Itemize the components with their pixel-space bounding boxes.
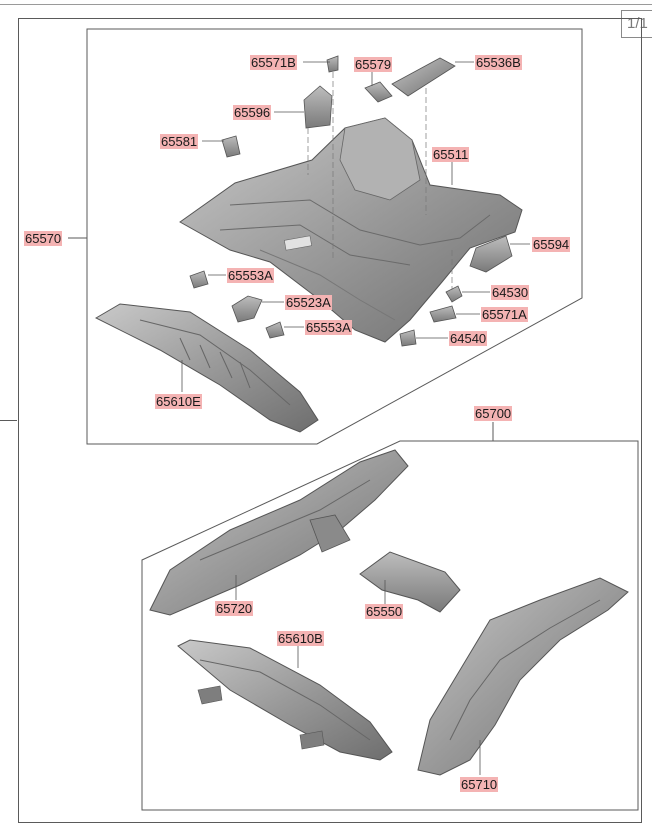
part-64530	[445, 285, 463, 303]
part-floor-panel	[179, 117, 523, 343]
part-65581	[221, 135, 241, 158]
callout-65610E: 65610E	[155, 394, 202, 409]
callout-65579: 65579	[354, 57, 393, 72]
leader-lines-lower	[235, 575, 481, 775]
callout-65700: 65700	[474, 406, 513, 421]
part-65571A	[429, 305, 457, 323]
part-65610B	[177, 639, 393, 761]
callout-65710: 65710	[460, 777, 499, 792]
part-65553A-1	[189, 270, 209, 289]
upper-group-frame	[86, 28, 583, 445]
leader-lines-upper	[181, 61, 530, 392]
part-65523A	[231, 295, 263, 323]
part-64540	[399, 329, 417, 347]
page-top-rule	[0, 4, 652, 5]
callout-65571B: 65571B	[250, 55, 297, 70]
callout-65536B: 65536B	[475, 55, 522, 70]
callout-65581: 65581	[160, 134, 199, 149]
callout-65553A-1: 65553A	[227, 268, 274, 283]
part-65710	[417, 577, 629, 776]
callout-65571A: 65571A	[481, 307, 528, 322]
callout-65594: 65594	[532, 237, 571, 252]
callout-65553A-2: 65553A	[305, 320, 352, 335]
callout-65511: 65511	[432, 147, 470, 162]
part-65550	[359, 551, 461, 613]
part-65596	[303, 85, 333, 129]
page-indicator: 1/1	[621, 10, 652, 38]
part-65720	[149, 449, 409, 616]
part-65553A-2	[265, 321, 285, 339]
callout-65610B: 65610B	[277, 631, 324, 646]
callout-65570: 65570	[24, 231, 63, 246]
part-65610E	[94, 303, 319, 433]
callout-64540: 64540	[449, 331, 488, 346]
part-65594	[469, 235, 513, 273]
outer-frame	[18, 18, 642, 823]
part-65579	[364, 81, 393, 103]
callout-65523A: 65523A	[285, 295, 332, 310]
callout-64530: 64530	[491, 285, 530, 300]
callout-65550: 65550	[365, 604, 404, 619]
left-edge-tick	[0, 420, 17, 421]
lower-group-frame	[141, 440, 639, 811]
part-65571B	[326, 55, 339, 73]
callout-65596: 65596	[233, 105, 272, 120]
part-65536B	[391, 57, 456, 97]
callout-65720: 65720	[215, 601, 254, 616]
